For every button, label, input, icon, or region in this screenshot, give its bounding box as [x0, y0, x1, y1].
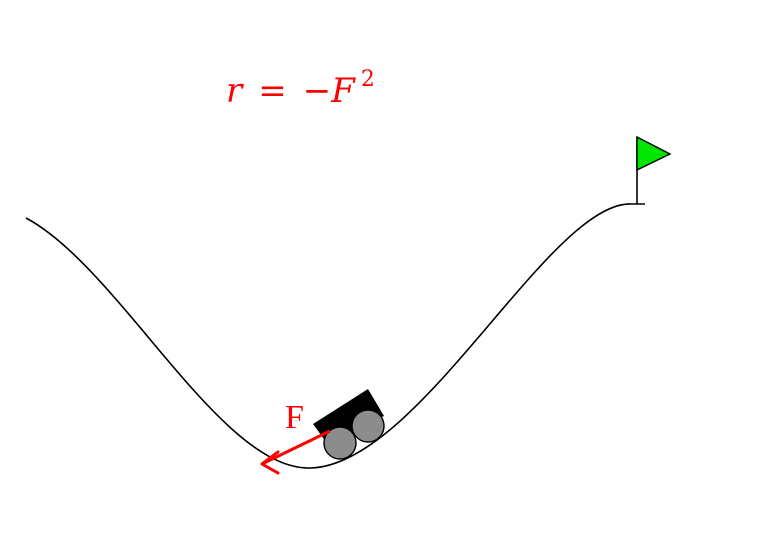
- force-arrow-head: [260, 450, 280, 475]
- car-wheel-rear: [323, 426, 357, 460]
- flag-icon: [636, 135, 672, 204]
- arrow-icon: [260, 429, 331, 475]
- car-icon: [313, 389, 385, 460]
- force-arrow-shaft: [263, 429, 331, 465]
- valley-track: [25, 203, 645, 469]
- force-label: F: [285, 399, 304, 436]
- reward-formula: r = −F 2: [226, 67, 375, 111]
- flag-pennant: [636, 135, 672, 172]
- car-wheel-front: [351, 409, 385, 443]
